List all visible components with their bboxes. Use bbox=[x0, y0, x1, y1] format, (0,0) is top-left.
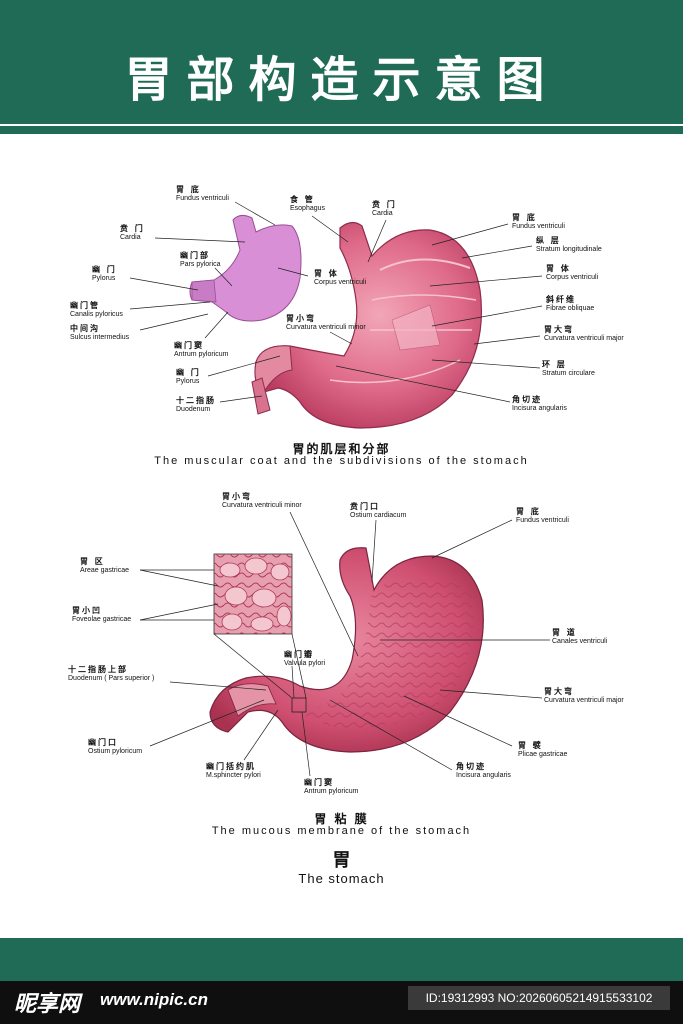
overall-title-en: The stomach bbox=[298, 871, 385, 886]
watermark-logo: 昵享网 bbox=[14, 991, 81, 1017]
fig2-leader-lines bbox=[139, 511, 550, 777]
overall-title-zh: 胃 bbox=[332, 850, 351, 871]
fig1-caption-zh: 胃的肌层和分部 bbox=[292, 442, 391, 456]
page-title: 胃部构造示意图 bbox=[124, 52, 559, 108]
watermark-url: www.nipic.cn bbox=[100, 990, 208, 1009]
schematic-stomach bbox=[189, 214, 302, 322]
fig1-caption-en: The muscular coat and the subdivisions o… bbox=[154, 455, 529, 467]
header-bar bbox=[0, 0, 683, 124]
muscular-stomach bbox=[251, 221, 483, 429]
header-divider bbox=[0, 126, 683, 134]
fig2-caption-en: The mucous membrane of the stomach bbox=[211, 825, 472, 837]
fig1-leader-lines bbox=[129, 201, 543, 403]
header-gap bbox=[0, 124, 683, 126]
fig2-caption-zh: 胃 粘 膜 bbox=[314, 812, 369, 826]
mucosa-inset bbox=[213, 553, 293, 635]
watermark-id: ID:19312993 NO:20260605214915533102 bbox=[408, 986, 670, 1010]
